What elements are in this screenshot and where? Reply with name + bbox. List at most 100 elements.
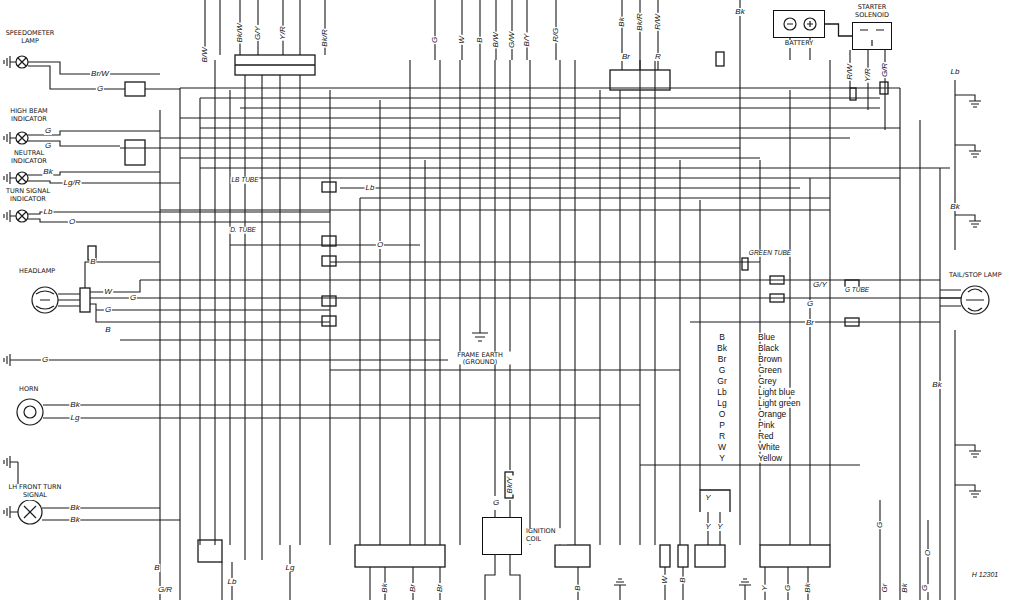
- wire-code: Lb: [227, 578, 238, 586]
- wire-code: Bk: [734, 8, 745, 16]
- connector-block: [505, 472, 513, 498]
- legend-cell: Gr: [716, 377, 727, 386]
- wire-code: Bk: [42, 168, 53, 176]
- component-label-group: HEADLAMP: [18, 268, 56, 276]
- connector-block: [322, 182, 336, 192]
- component-label-group: TAIL/STOP LAMP: [948, 272, 1003, 280]
- connector-block: [678, 545, 688, 567]
- wire-code: G: [921, 584, 929, 592]
- wire-code: Lb: [43, 208, 54, 216]
- component-label-group: SPEEDOMETER LAMP: [4, 30, 56, 46]
- wire-code: B: [679, 576, 687, 583]
- wire-code: Bk: [931, 381, 942, 389]
- wire-code: G TUBE: [844, 287, 870, 294]
- wire-code: Bk: [69, 516, 80, 524]
- component-name: HORN: [18, 386, 39, 394]
- headlamp-filament: [36, 291, 54, 309]
- wire-code: G: [41, 356, 49, 364]
- wire-code: R/G: [552, 27, 560, 43]
- wire-code: G/R: [881, 62, 889, 78]
- wire-code: Y: [716, 523, 723, 531]
- wire-code: GREEN TUBE: [748, 250, 792, 257]
- legend-cell: Pink: [757, 421, 776, 430]
- connector-block: [355, 545, 445, 567]
- connector-block: [880, 82, 888, 94]
- connector-block: [760, 545, 830, 567]
- wire-code: R: [654, 53, 662, 61]
- component-label-group: TURN SIGNAL INDICATOR: [2, 188, 54, 204]
- wire-code: B/W: [492, 31, 500, 48]
- component-name: BATTERY: [768, 40, 830, 48]
- connector-block: [322, 296, 336, 306]
- legend-cell: Br: [717, 355, 728, 364]
- wire-code: G: [129, 294, 137, 302]
- component-name: IGNITION COIL: [525, 528, 567, 544]
- wire-code: O: [924, 549, 932, 557]
- wire-code: G/W: [508, 31, 516, 49]
- component-label-group: NEUTRAL INDICATOR: [4, 150, 54, 166]
- lamp-symbols: [16, 18, 989, 524]
- wire-code: Bk: [949, 203, 960, 211]
- wire-code: G: [44, 127, 52, 135]
- legend-cell: Light blue: [757, 388, 796, 397]
- wire-code: Lb: [950, 68, 961, 76]
- wire-code: Br: [805, 319, 815, 327]
- turn-signal-filament: [24, 506, 36, 518]
- wire-code: Bk: [901, 582, 909, 593]
- connector-block: [695, 545, 725, 567]
- solenoid-terminals: [860, 30, 884, 46]
- wire-code: B: [104, 326, 111, 334]
- legend-cell: Light green: [757, 399, 802, 408]
- component-label-group: HORN: [18, 386, 39, 394]
- wire-code: Br: [621, 53, 631, 61]
- connector-block: [125, 82, 145, 96]
- component-label-group: LH FRONT TURN SIGNAL: [4, 484, 66, 500]
- wire-runs-top: [205, 0, 810, 70]
- connector-block: [322, 236, 336, 246]
- wire-code: O: [68, 218, 76, 226]
- turn-signal-symbol: [18, 500, 42, 524]
- connector-divider: [235, 64, 315, 65]
- headlamp-symbol: [32, 287, 58, 313]
- wire-code: Lg: [70, 414, 81, 422]
- connector-block: [850, 88, 856, 100]
- wire-code: Bk/R: [636, 12, 644, 31]
- wire-code: G: [44, 142, 52, 150]
- legend-cell: B: [718, 333, 726, 342]
- wire-code: Lg: [285, 564, 296, 572]
- connector-block: [322, 316, 336, 326]
- wire-code: B: [153, 564, 160, 572]
- wire-code: W: [458, 35, 466, 45]
- component-box: IGNITION COIL: [482, 517, 522, 555]
- wire-code: G/R: [157, 586, 173, 594]
- legend-cell: G: [718, 366, 727, 375]
- wire-code: G: [431, 36, 439, 44]
- wire-code: B: [89, 258, 96, 266]
- component-name: HIGH BEAM INDICATOR: [4, 108, 54, 124]
- wire-code: O: [376, 241, 384, 249]
- wire-code: G/Y: [812, 281, 828, 289]
- component-name: HEADLAMP: [18, 268, 56, 276]
- wire-code: R/W: [654, 13, 662, 31]
- wire-code: R/W: [846, 63, 854, 81]
- battery-polarity: [787, 21, 813, 27]
- component-name: LH FRONT TURN SIGNAL: [4, 484, 66, 500]
- wire-code: B/W: [201, 46, 209, 63]
- wire-code: H 12301: [971, 571, 999, 578]
- wiring-harness: [4, 0, 989, 600]
- horn-symbol: [24, 406, 36, 418]
- legend-cell: Grey: [757, 377, 777, 386]
- legend-cell: Y: [718, 454, 726, 463]
- component-name: TURN SIGNAL INDICATOR: [2, 188, 54, 204]
- wire-code: Bk: [618, 16, 626, 27]
- wire-code: Bk: [69, 504, 80, 512]
- ground-symbols: [4, 56, 981, 600]
- wire-code: Br: [436, 583, 444, 593]
- wire-code: Bk/R: [321, 28, 329, 47]
- legend-cell: Yellow: [757, 454, 783, 463]
- wire-code: B/Y: [523, 33, 531, 48]
- legend-cell: Bk: [716, 344, 728, 353]
- legend-cell: Black: [757, 344, 780, 353]
